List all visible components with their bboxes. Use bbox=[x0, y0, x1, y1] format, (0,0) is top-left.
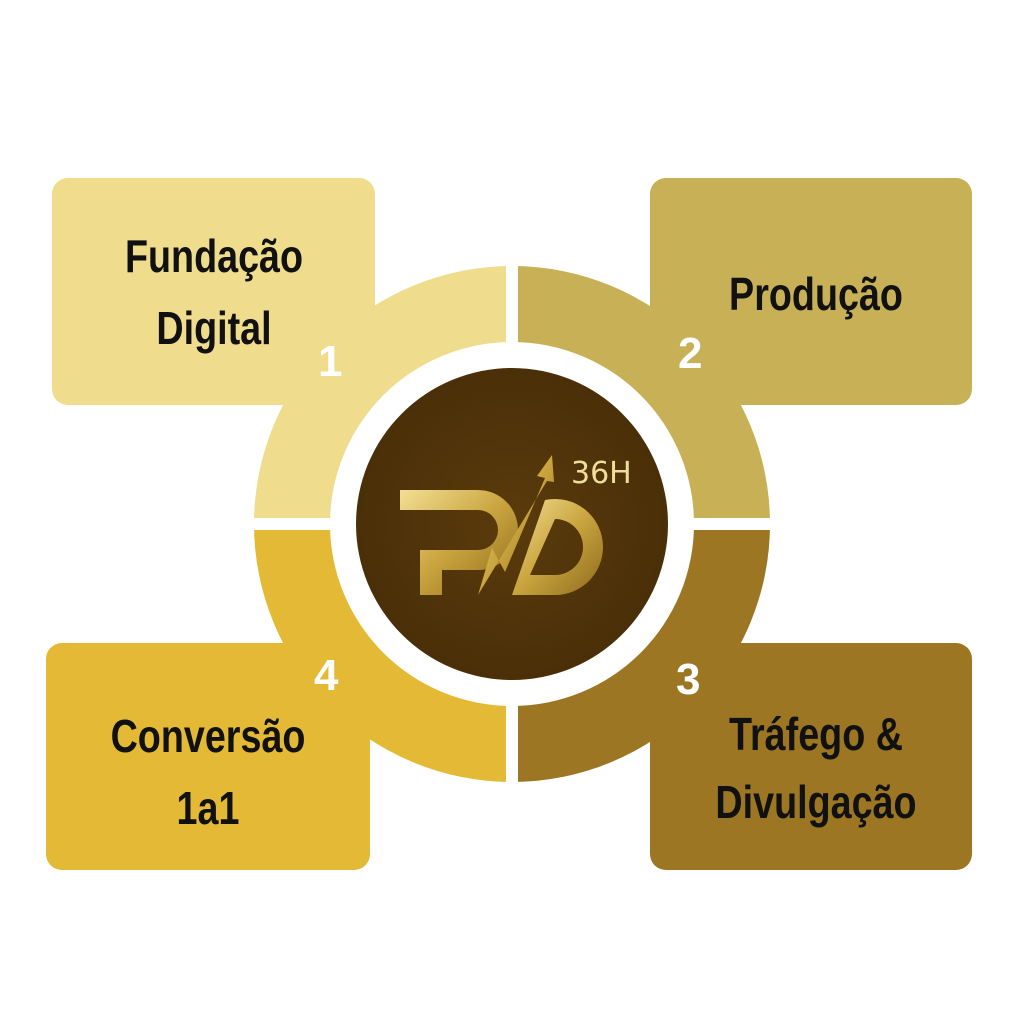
step-2-label: Produção bbox=[729, 268, 903, 319]
step-3-label-line1: Tráfego & bbox=[729, 708, 903, 759]
step-box-4 bbox=[46, 643, 370, 870]
step-3-label-line2: Divulgação bbox=[715, 776, 916, 827]
step-box-2 bbox=[650, 178, 972, 405]
step-number-1: 1 bbox=[318, 337, 342, 386]
logo-pvd: 36H bbox=[400, 455, 632, 595]
step-box-3 bbox=[650, 643, 972, 870]
step-1-label-line2: Digital bbox=[156, 302, 271, 353]
step-1-label-line1: Fundação bbox=[125, 230, 303, 281]
step-number-4: 4 bbox=[314, 651, 339, 700]
logo-36h-text: 36H bbox=[571, 456, 632, 491]
step-number-3: 3 bbox=[676, 655, 700, 704]
step-4-label-line1: Conversão bbox=[111, 710, 306, 761]
step-number-2: 2 bbox=[678, 329, 702, 378]
step-4-label-line2: 1a1 bbox=[177, 782, 240, 833]
step-box-1 bbox=[52, 178, 375, 405]
